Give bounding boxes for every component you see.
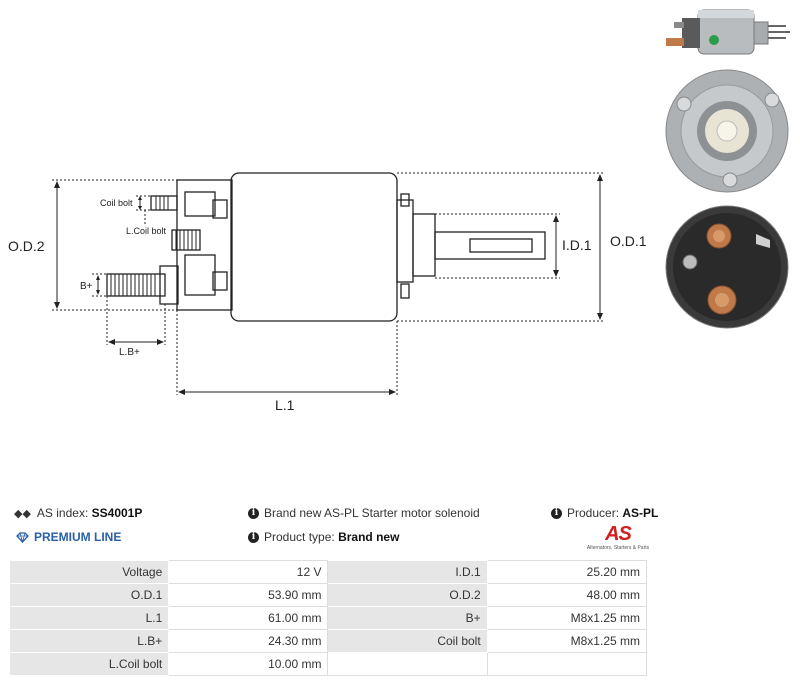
spec-key: I.D.1 [327,560,488,584]
spec-key-empty [327,652,488,676]
tags-icon: ◆◆ [14,507,31,520]
label-l1: L.1 [275,397,295,413]
premium-line: PREMIUM LINE [16,530,121,544]
info-icon: i [248,507,259,519]
photo-side-view [666,9,790,55]
spec-key: B+ [327,606,488,630]
as-index-value: SS4001P [91,506,143,520]
spec-value: 24.30 mm [168,629,329,653]
spec-key: O.D.2 [327,583,488,607]
table-row: O.D.1 53.90 mm O.D.2 48.00 mm [8,583,648,607]
spec-value: M8x1.25 mm [486,606,648,630]
logo-tagline: Alternators, Starters & Parts [586,545,650,551]
spec-table: Voltage 12 V I.D.1 25.20 mm O.D.1 53.90 … [8,560,648,676]
spec-key: Voltage [8,560,170,584]
photo-front-view [665,69,789,193]
product-type-value: Brand new [338,530,400,544]
description-text: Brand new AS-PL Starter motor solenoid [264,506,480,520]
spec-value: 10.00 mm [168,652,329,676]
producer-value: AS-PL [622,506,659,520]
spec-key: Coil bolt [327,629,488,653]
info-icon: i [248,531,259,543]
producer: i Producer: AS-PL [551,506,658,520]
spec-value-empty [486,652,648,676]
logo-mark: AS [605,523,632,545]
label-l-coil-bolt: L.Coil bolt [126,226,167,236]
diamond-icon [16,531,29,543]
label-b-plus: B+ [80,281,93,292]
spec-key: L.1 [8,606,170,630]
label-l-b-plus: L.B+ [119,347,140,358]
spec-key: L.B+ [8,629,170,653]
spec-value: M8x1.25 mm [486,629,648,653]
technical-drawing: Coil bolt L.Coil bolt B+ L.B+ O.D.2 I.D.… [8,172,647,413]
as-pl-logo: AS Alternators, Starters & Parts [584,524,652,551]
plunger [434,231,546,260]
photo-terminal-view [665,205,789,329]
label-coil-bolt: Coil bolt [100,198,133,208]
table-row: Voltage 12 V I.D.1 25.20 mm [8,560,648,584]
as-index-label: AS index: [36,506,89,520]
label-od2: O.D.2 [8,238,45,254]
description: i Brand new AS-PL Starter motor solenoid [248,506,480,520]
premium-line-label: PREMIUM LINE [34,530,122,544]
table-row: L.1 61.00 mm B+ M8x1.25 mm [8,606,648,630]
spec-value: 48.00 mm [486,583,648,607]
as-index: ◆◆ AS index: SS4001P [14,506,142,520]
info-icon: i [551,507,562,519]
producer-label: Producer: [567,506,620,520]
spec-key: O.D.1 [8,583,170,607]
label-od1: O.D.1 [610,233,647,249]
b-plus-stud [106,273,166,297]
spec-value: 25.20 mm [486,560,648,584]
spec-key: L.Coil bolt [8,652,170,676]
spec-value: 61.00 mm [168,606,329,630]
label-id1: I.D.1 [562,237,592,253]
spec-value: 53.90 mm [168,583,329,607]
solenoid-body [230,172,398,322]
product-type: i Product type: Brand new [248,530,399,544]
table-row: L.B+ 24.30 mm Coil bolt M8x1.25 mm [8,629,648,653]
spec-value: 12 V [168,560,329,584]
product-type-label: Product type: [264,530,335,544]
plunger-housing [412,213,436,277]
table-row: L.Coil bolt 10.00 mm [8,652,648,676]
